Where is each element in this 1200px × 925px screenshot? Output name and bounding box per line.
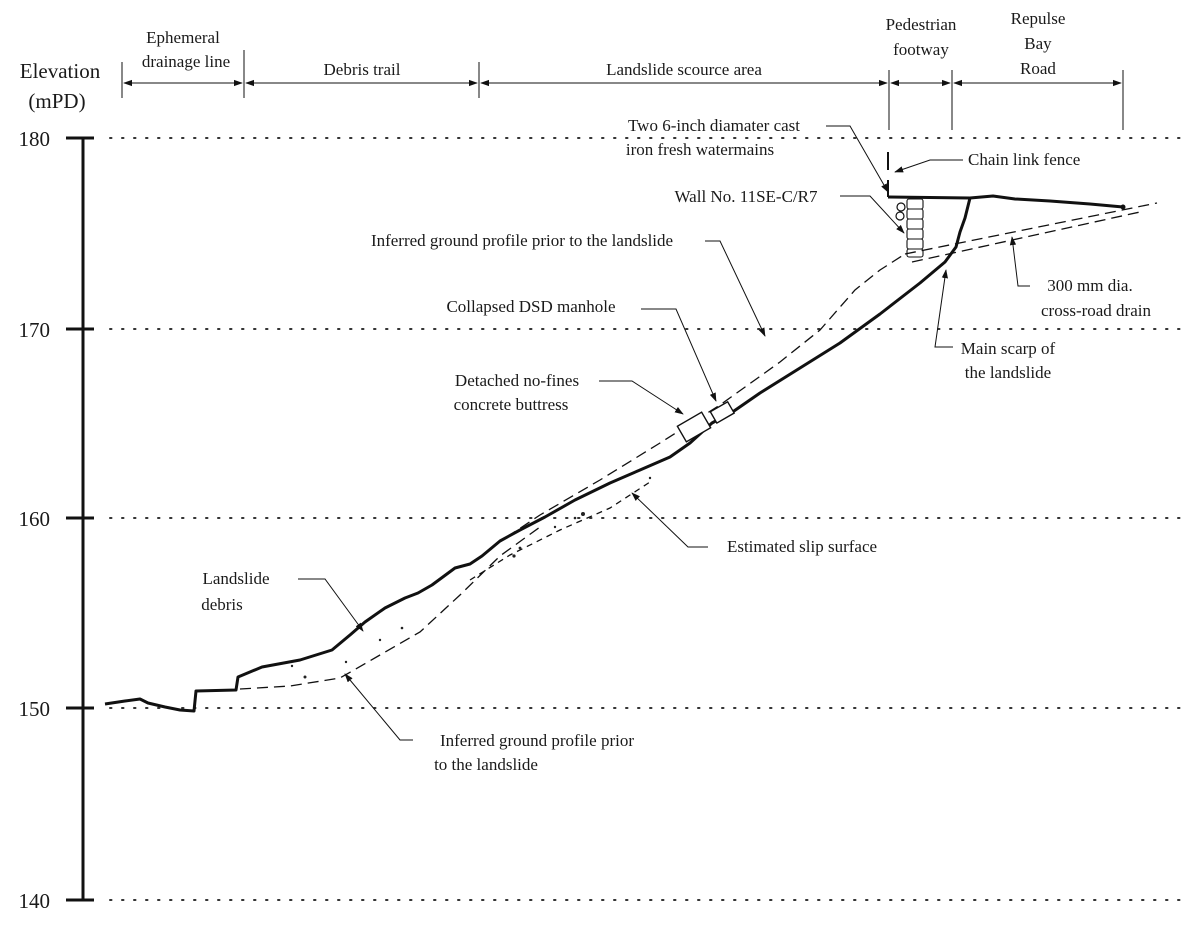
label-landslide-debris: Landslide: [202, 569, 269, 588]
label-inferred-profile-lower: Inferred ground profile prior: [440, 731, 634, 750]
label-landslide-debris-2: debris: [201, 595, 243, 614]
annotations: Two 6-inch diamater cast iron fresh wate…: [201, 116, 1151, 774]
label-collapsed-dsd-manhole: Collapsed DSD manhole: [446, 297, 615, 316]
zone-road-3: Road: [1020, 59, 1056, 78]
tick-140: 140: [19, 889, 51, 913]
elevation-axis: Elevation (mPD) 180 170 160 150 140: [19, 59, 101, 913]
label-watermains: Two 6-inch diamater cast: [628, 116, 800, 135]
retaining-wall: [906, 198, 924, 258]
zone-road: Repulse: [1011, 9, 1066, 28]
axis-unit: (mPD): [28, 89, 85, 113]
zone-pedestrian-footway-2: footway: [893, 40, 949, 59]
label-no-fines-buttress-2: concrete buttress: [454, 395, 569, 414]
zone-pedestrian-footway: Pedestrian: [886, 15, 957, 34]
zone-labels: Ephemeral drainage line Debris trail Lan…: [142, 9, 1066, 79]
slope-geometry: [104, 152, 1158, 713]
label-cross-road-drain-2: cross-road drain: [1041, 301, 1151, 320]
label-cross-road-drain: 300 mm dia.: [1047, 276, 1132, 295]
label-watermains-2: iron fresh watermains: [626, 140, 774, 159]
label-wall: Wall No. 11SE-C/R7: [675, 187, 818, 206]
debris-speckles: [290, 476, 652, 679]
tick-150: 150: [19, 697, 51, 721]
zone-debris-trail: Debris trail: [324, 60, 401, 79]
label-main-scarp: Main scarp of: [961, 339, 1056, 358]
tick-180: 180: [19, 127, 51, 151]
current-ground-profile: [104, 197, 972, 713]
zone-dimensions: [121, 50, 1124, 130]
label-inferred-profile-lower-2: to the landslide: [434, 755, 538, 774]
label-no-fines-buttress: Detached no-fines: [455, 371, 579, 390]
label-main-scarp-2: the landslide: [965, 363, 1051, 382]
elevation-gridlines: [109, 137, 1191, 901]
inferred-profile-upper: [491, 253, 906, 548]
label-estimated-slip-surface: Estimated slip surface: [727, 537, 877, 556]
collapsed-dsd-manhole: [709, 400, 736, 425]
label-inferred-profile-upper: Inferred ground profile prior to the lan…: [371, 231, 673, 250]
axis-title: Elevation: [20, 59, 101, 83]
tick-170: 170: [19, 318, 51, 342]
zone-ephemeral-drainage: Ephemeral: [146, 28, 220, 47]
estimated-slip-surface: [469, 481, 651, 581]
watermain-pipe: [896, 202, 906, 212]
zone-road-2: Bay: [1024, 34, 1052, 53]
inferred-profile-lower: [239, 526, 541, 690]
tick-160: 160: [19, 507, 51, 531]
no-fines-buttress: [676, 411, 712, 443]
cross-road-drain: [904, 202, 1158, 255]
road-surface: [887, 194, 1124, 209]
zone-scource-area: Landslide scource area: [606, 60, 762, 79]
label-chain-link-fence: Chain link fence: [968, 150, 1080, 169]
zone-ephemeral-drainage-2: drainage line: [142, 52, 230, 71]
